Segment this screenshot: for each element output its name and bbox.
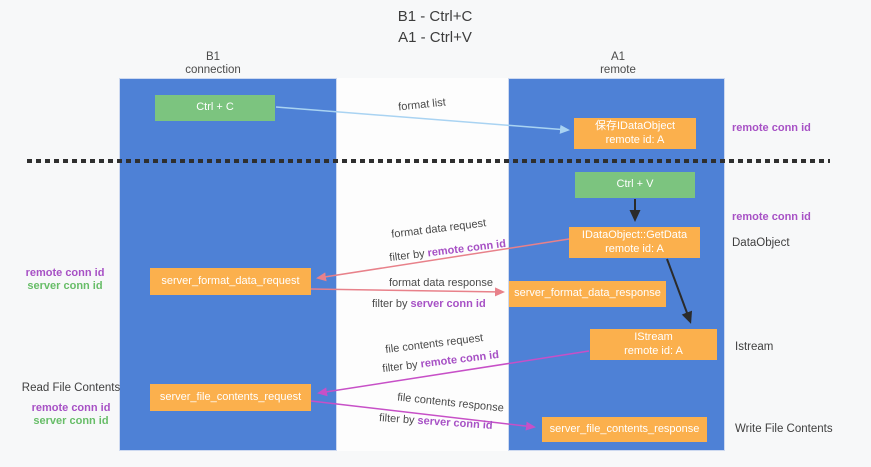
- node-saved-idataobject-line1: 保存IDataObject: [594, 120, 676, 132]
- node-server-format-data-response: server_format_data_response: [509, 281, 666, 307]
- node-ctrl-v: Ctrl + V: [575, 172, 695, 198]
- node-istream-line2: remote id: A: [624, 344, 683, 357]
- node-saved-idataobject-line2: remote id: A: [605, 133, 665, 146]
- lifeline-a1-role: remote: [600, 64, 636, 76]
- annotation-dataobject: DataObject: [732, 237, 790, 249]
- node-idataobject-getdata-line1: IDataObject::GetData: [581, 229, 688, 241]
- annotation-left-server-conn-id-bottom: server conn id: [33, 414, 109, 427]
- annotation-remote-conn-id-mid: remote conn id: [732, 211, 811, 223]
- filter-by-text: filter by: [372, 298, 408, 310]
- node-saved-idataobject: 保存IDataObject remote id: A: [574, 118, 696, 149]
- diagram-title: B1 - Ctrl+C A1 - Ctrl+V: [283, 6, 587, 48]
- lifeline-b1-name: B1: [205, 51, 221, 63]
- node-server-format-data-request: server_format_data_request: [150, 268, 311, 295]
- server-conn-id-text: server conn id: [410, 298, 486, 310]
- node-ctrl-c-label: Ctrl + C: [196, 101, 234, 114]
- annotation-left-server-conn-id-top: server conn id: [27, 279, 103, 292]
- node-ctrl-c: Ctrl + C: [155, 95, 275, 121]
- annotation-remote-conn-id-top: remote conn id: [732, 122, 811, 134]
- annotation-left-conn-ids-bottom: remote conn id server conn id: [18, 402, 124, 427]
- annotation-left-conn-ids-top: remote conn id server conn id: [14, 267, 116, 292]
- node-server-file-contents-response-label: server_file_contents_response: [549, 422, 700, 435]
- annotation-left-remote-conn-id-top: remote conn id: [25, 267, 105, 279]
- filter-by-text: filter by: [378, 412, 415, 427]
- node-istream-line1: IStream: [634, 331, 673, 343]
- node-ctrl-v-label: Ctrl + V: [616, 178, 654, 191]
- annotation-write-file-contents: Write File Contents: [735, 423, 833, 435]
- node-server-format-data-response-label: server_format_data_response: [514, 287, 661, 300]
- lifeline-header-a1: A1 remote: [548, 51, 688, 77]
- dashed-separator-line: [27, 159, 830, 163]
- edge-label-format-data-response: format data response: [389, 277, 493, 289]
- node-idataobject-getdata: IDataObject::GetData remote id: A: [569, 227, 700, 258]
- lifeline-b1-role: connection: [185, 64, 241, 76]
- node-idataobject-getdata-line2: remote id: A: [605, 242, 664, 255]
- node-server-format-data-request-label: server_format_data_request: [161, 274, 300, 287]
- title-line-2: A1 - Ctrl+V: [398, 29, 472, 46]
- node-istream: IStream remote id: A: [590, 329, 717, 360]
- annotation-istream: Istream: [735, 341, 774, 353]
- node-server-file-contents-request: server_file_contents_request: [150, 384, 311, 411]
- annotation-left-remote-conn-id-bottom: remote conn id: [31, 402, 111, 414]
- node-server-file-contents-request-label: server_file_contents_request: [159, 390, 302, 403]
- title-line-1: B1 - Ctrl+C: [397, 8, 473, 25]
- node-server-file-contents-response: server_file_contents_response: [542, 417, 707, 442]
- lifeline-header-b1: B1 connection: [143, 51, 283, 77]
- annotation-read-file-contents: Read File Contents: [21, 382, 121, 394]
- lifeline-a1-name: A1: [610, 51, 626, 63]
